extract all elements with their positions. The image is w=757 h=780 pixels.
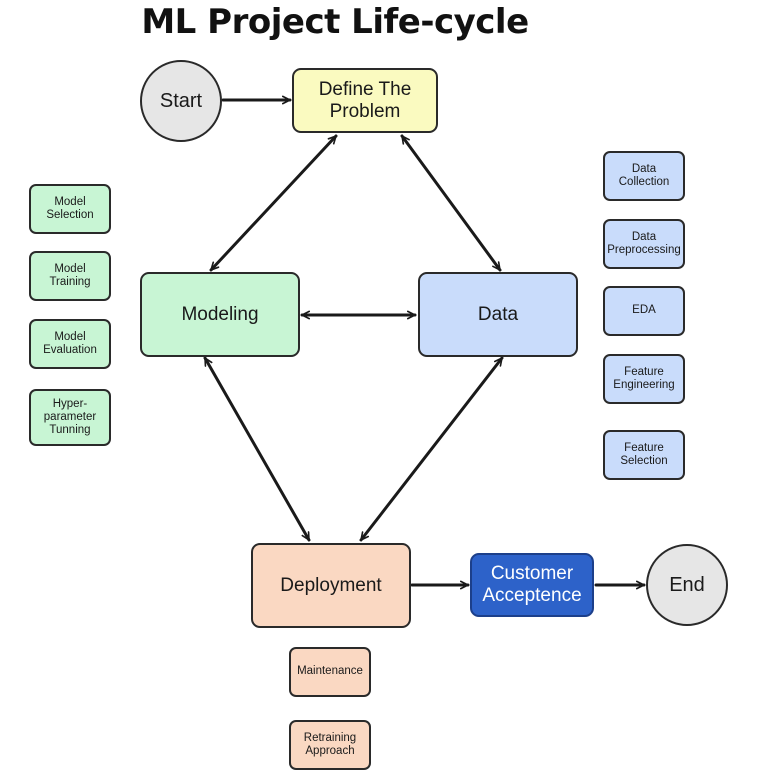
data-step-label: Feature Selection bbox=[620, 441, 668, 467]
data-preprocessing-box: Data Preprocessing bbox=[603, 219, 685, 269]
start-node: Start bbox=[140, 60, 222, 142]
data-step-label: Feature Engineering bbox=[613, 365, 675, 391]
maintenance-box: Maintenance bbox=[289, 647, 371, 697]
modeling-label: Modeling bbox=[181, 303, 259, 325]
modeling-node: Modeling bbox=[140, 272, 300, 357]
retraining-approach-box: Retraining Approach bbox=[289, 720, 371, 770]
start-label: Start bbox=[159, 89, 203, 112]
define-problem-label: Define The Problem bbox=[318, 78, 412, 122]
data-collection-box: Data Collection bbox=[603, 151, 685, 201]
deployment-step-label: Maintenance bbox=[297, 665, 363, 678]
hyperparameter-tuning-box: Hyper- parameter Tunning bbox=[29, 389, 111, 446]
arrow-modeling-deployment bbox=[203, 356, 311, 542]
modeling-step-label: Model Selection bbox=[46, 195, 94, 221]
deployment-label: Deployment bbox=[280, 574, 382, 596]
data-node: Data bbox=[418, 272, 578, 357]
model-evaluation-box: Model Evaluation bbox=[29, 319, 111, 369]
end-node: End bbox=[646, 544, 728, 626]
feature-engineering-box: Feature Engineering bbox=[603, 354, 685, 404]
feature-selection-box: Feature Selection bbox=[603, 430, 685, 480]
diagram-title: ML Project Life-cycle bbox=[141, 2, 529, 42]
arrow-define-modeling bbox=[209, 134, 338, 272]
arrow-data-deployment bbox=[359, 356, 504, 542]
modeling-step-label: Hyper- parameter Tunning bbox=[43, 397, 97, 437]
model-training-box: Model Training bbox=[29, 251, 111, 301]
data-step-label: Data Collection bbox=[618, 162, 670, 188]
modeling-step-label: Model Training bbox=[49, 262, 91, 288]
arrow-define-data bbox=[400, 134, 502, 272]
modeling-step-label: Model Evaluation bbox=[43, 330, 97, 356]
customer-acceptance-node: Customer Acceptence bbox=[470, 553, 594, 617]
deployment-step-label: Retraining Approach bbox=[303, 731, 357, 757]
data-step-label: EDA bbox=[632, 304, 656, 317]
customer-acceptance-label: Customer Acceptence bbox=[482, 563, 582, 606]
model-selection-box: Model Selection bbox=[29, 184, 111, 234]
define-problem-node: Define The Problem bbox=[292, 68, 438, 133]
end-label: End bbox=[669, 573, 705, 596]
deployment-node: Deployment bbox=[251, 543, 411, 628]
data-step-label: Data Preprocessing bbox=[607, 230, 681, 256]
data-label: Data bbox=[477, 303, 519, 325]
eda-box: EDA bbox=[603, 286, 685, 336]
